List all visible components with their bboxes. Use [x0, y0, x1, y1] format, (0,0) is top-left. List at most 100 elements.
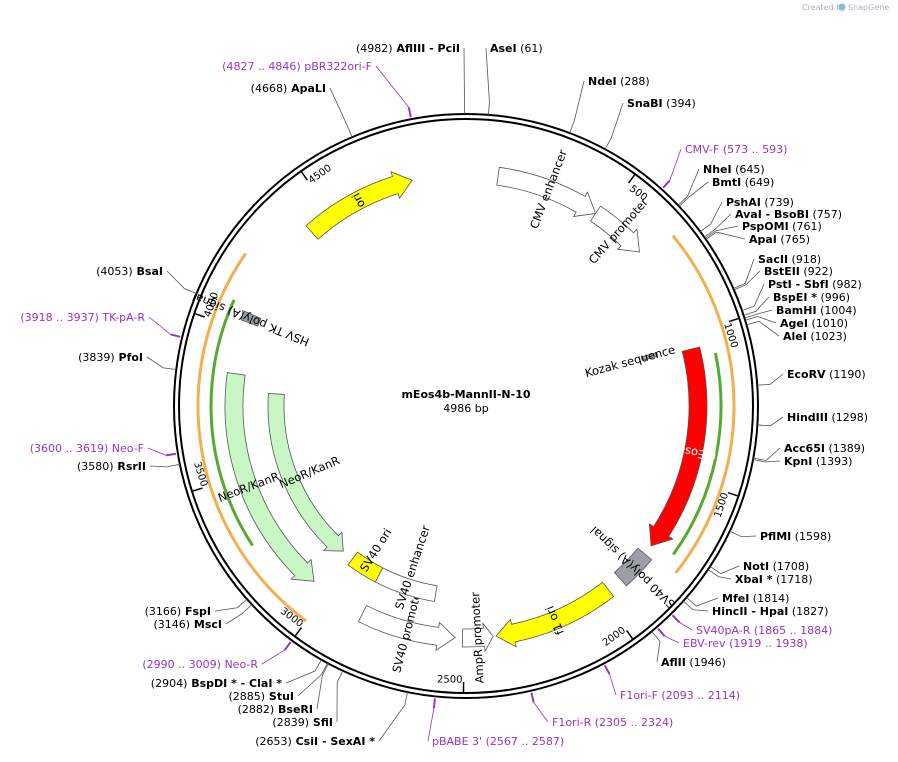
site-label: AleI (1023) — [783, 330, 847, 343]
primer-label: (4827 .. 4846) pBR322ori-F — [222, 60, 372, 73]
feature-meos4b — [648, 346, 708, 547]
site-label: (3166) FspI — [145, 605, 211, 618]
site-label: XbaI * (1718) — [735, 573, 813, 586]
site-label: (2653) CsiI - SexAI * — [255, 735, 375, 748]
site-leader — [463, 47, 465, 115]
site-leader — [733, 270, 761, 291]
site-label: AflII (1946) — [661, 656, 726, 669]
site-leader — [378, 692, 408, 742]
site-leader — [709, 565, 740, 574]
primer-mark — [407, 107, 412, 118]
primer-mark — [170, 333, 181, 338]
site-leader — [705, 231, 746, 240]
site-leader — [707, 569, 732, 580]
primer-label: (2990 .. 3009) Neo-R — [142, 658, 258, 671]
primer-mark — [671, 614, 681, 624]
site-label: (4053) BsaI — [96, 265, 163, 278]
site-leader — [746, 320, 780, 337]
plasmid-name: mEos4b-MannII-N-10 — [401, 388, 530, 401]
site-label: AvaI - BsoBI (757) — [735, 208, 842, 221]
credit-brand: SnapGene — [848, 3, 889, 12]
tick-mark — [626, 629, 634, 639]
green-arc-1 — [672, 352, 723, 556]
orange-arc-1 — [671, 234, 736, 574]
primer-mark — [283, 641, 292, 651]
site-leader — [678, 181, 709, 207]
tick-mark — [728, 317, 739, 323]
backbone-inner-ring — [178, 118, 754, 694]
primer-labels: CMV-F (573 .. 593)SV40pA-R (1865 .. 1884… — [20, 60, 832, 748]
inner-feature-sv40-ori — [347, 551, 384, 583]
site-leader — [704, 225, 739, 239]
site-leader — [651, 631, 661, 663]
site-leader — [741, 283, 765, 311]
feature-ampr-promoter — [461, 622, 494, 653]
primer-label: F1ori-F (2093 .. 2114) — [620, 689, 740, 702]
primer-mark — [432, 698, 436, 709]
site-label: PstI - SbfI (982) — [768, 278, 862, 291]
site-label: BspEI * (996) — [773, 291, 850, 304]
tick-label: 1500 — [713, 491, 731, 519]
site-label: SacII (918) — [758, 253, 821, 266]
site-label: AseI (61) — [490, 42, 543, 55]
site-label: Acc65I (1389) — [784, 442, 865, 455]
site-leader — [743, 296, 770, 316]
feature-cmv-promoter — [589, 205, 640, 253]
site-label: (2885) StuI — [228, 690, 294, 703]
credit: Created by SnapGene — [802, 3, 889, 12]
tick-mark — [727, 491, 738, 497]
primer-leader — [261, 649, 285, 665]
site-label: BstEII (922) — [764, 265, 833, 278]
feature-label: AmpR promoter — [468, 591, 487, 683]
feature-hsv-tk-poly-a-signal — [240, 310, 262, 327]
site-label: (4982) AflIII - PciI — [356, 42, 460, 55]
site-label: (4668) ApaLI — [251, 82, 326, 95]
site-leader — [700, 201, 723, 233]
primer-mark — [657, 627, 666, 637]
site-leader — [297, 662, 328, 697]
feature-f1-ori — [495, 581, 615, 648]
site-label: SnaBI (394) — [627, 97, 696, 110]
site-label: NotI (1708) — [743, 560, 809, 573]
site-leader — [745, 316, 777, 324]
site-leader — [336, 670, 344, 723]
site-label: PshAI (739) — [726, 196, 794, 209]
site-label: EcoRV (1190) — [787, 368, 866, 381]
feature-label: CMV promoter — [586, 195, 651, 267]
inner-feature-kozak-sequence — [640, 352, 659, 361]
primer-mark — [662, 179, 671, 189]
primer-mark — [530, 692, 535, 703]
primer-label: CMV-F (573 .. 593) — [685, 143, 787, 156]
primer-leader — [533, 702, 549, 723]
tick-mark — [628, 174, 636, 184]
tick-mark — [294, 627, 303, 637]
primer-label: (3600 .. 3619) Neo-F — [30, 442, 144, 455]
site-leader — [677, 168, 700, 206]
site-leader — [753, 447, 781, 461]
site-leader — [752, 459, 781, 463]
site-leader — [485, 47, 490, 115]
site-label: NdeI (288) — [588, 75, 650, 88]
primer-leader — [427, 708, 435, 742]
site-leader — [757, 416, 784, 427]
site-label: (3146) MscI — [153, 618, 222, 631]
site-leader — [733, 258, 755, 289]
green-arc-2 — [209, 299, 254, 547]
primer-leader — [669, 148, 682, 181]
site-leader — [166, 270, 197, 294]
site-label: BmtI (649) — [712, 176, 774, 189]
inner-feature-sv40-enhancer — [374, 567, 438, 602]
site-leader — [744, 309, 773, 319]
primer-mark — [165, 452, 177, 457]
site-label: HincII - HpaI (1827) — [712, 605, 828, 618]
site-label: MfeI (1814) — [722, 592, 789, 605]
tick-mark — [300, 171, 308, 181]
site-label: AgeI (1010) — [780, 317, 848, 330]
tick-mark — [195, 313, 205, 318]
site-label: NheI (645) — [703, 163, 765, 176]
restriction-sites: AseI (61) NdeI (288) SnaBI (394) NheI (645)… — [77, 42, 868, 748]
site-leader — [569, 80, 585, 134]
site-leader — [729, 530, 757, 538]
site-label: KpnI (1393) — [784, 455, 852, 468]
